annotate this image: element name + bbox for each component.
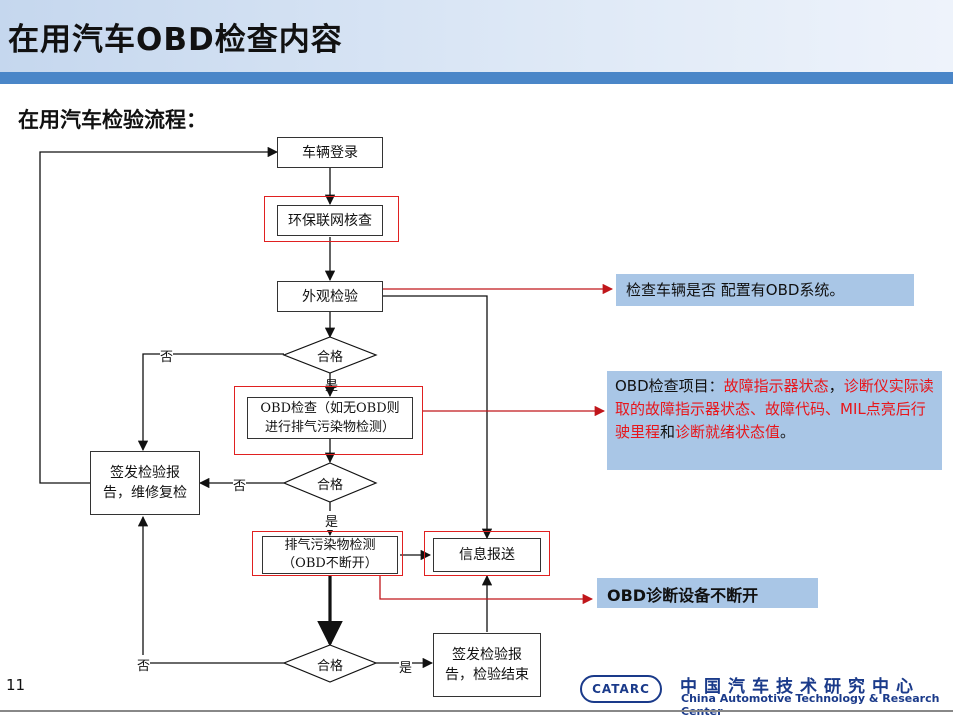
page-number: 11 — [6, 676, 26, 694]
note-obd-items-red3: 诊断就绪状态值 — [675, 423, 781, 441]
section-subtitle: 在用汽车检验流程： — [18, 108, 207, 132]
note-obd-items-prefix: OBD检查项目： — [615, 377, 724, 395]
info-report-box: 信息报送 — [433, 538, 541, 572]
emission-box: 排气污染物检测 （OBD不断开） — [262, 536, 398, 574]
visual-check-label: 外观检验 — [302, 288, 358, 305]
note-obd-items-red1: 故障指示器状态 — [723, 377, 829, 395]
note-obd-items-end: 。 — [780, 423, 796, 441]
label-no-2: 否 — [233, 475, 247, 494]
note-obd-presence-text: 检查车辆是否 配置有OBD系统。 — [626, 281, 845, 299]
network-check-label: 环保联网核查 — [288, 212, 372, 229]
repair-box: 签发检验报 告，维修复检 — [90, 451, 200, 515]
note-obd-items-and: 和 — [660, 423, 676, 441]
obd-check-highlight — [234, 386, 423, 455]
decision-1-label: 合格 — [317, 350, 344, 365]
label-no-3: 否 — [137, 655, 151, 674]
red-arrow-note3 — [379, 575, 594, 605]
repair-line2: 告，维修复检 — [103, 485, 187, 501]
network-check-highlight — [264, 196, 399, 242]
note-obd-not-disconnected-text: OBD诊断设备不断开 — [607, 586, 759, 605]
finish-line2: 告，检验结束 — [445, 667, 529, 683]
page-title: 在用汽车OBD检查内容 — [8, 22, 343, 58]
header-band: 在用汽车OBD检查内容 — [0, 0, 953, 72]
note-obd-items: OBD检查项目：故障指示器状态，诊断仪实际读取的故障指示器状态、故障代码、MIL… — [607, 371, 942, 470]
emission-line2: （OBD不断开） — [282, 556, 378, 571]
note-obd-items-red2: 诊断仪实际读取的故障指示器状态、故障代码、MIL点亮后行驶里程 — [615, 377, 934, 441]
label-yes-2: 是 — [325, 511, 339, 530]
footer-divider — [0, 710, 953, 712]
network-check-box: 环保联网核查 — [277, 205, 383, 236]
catarc-logo-text: CATARC — [592, 682, 650, 696]
emission-highlight — [252, 531, 403, 576]
catarc-logo: CATARC — [580, 675, 662, 703]
org-name-en: China Automotive Technology & Research C… — [681, 692, 940, 718]
label-yes-3: 是 — [399, 657, 413, 676]
info-report-highlight — [424, 531, 550, 576]
obd-check-line2: 进行排气污染物检测） — [264, 420, 395, 435]
header-accent-bar — [0, 72, 953, 84]
obd-check-box: OBD检查（如无OBD则 进行排气污染物检测） — [247, 397, 413, 439]
note-obd-not-disconnected: OBD诊断设备不断开 — [597, 578, 818, 608]
repair-line1: 签发检验报 — [110, 465, 180, 481]
note-obd-items-sep: ， — [828, 377, 844, 395]
org-name-cn: 中国汽车技术研究中心 — [680, 677, 920, 697]
obd-check-line1: OBD检查（如无OBD则 — [260, 401, 400, 416]
info-report-label: 信息报送 — [459, 547, 515, 563]
register-label: 车辆登录 — [302, 144, 358, 161]
note-obd-presence: 检查车辆是否 配置有OBD系统。 — [616, 274, 914, 306]
finish-box: 签发检验报 告，检验结束 — [433, 633, 541, 697]
register-box: 车辆登录 — [277, 137, 383, 168]
finish-line1: 签发检验报 — [452, 647, 522, 663]
decision-2-label: 合格 — [317, 478, 344, 493]
emission-line1: 排气污染物检测 — [284, 538, 376, 553]
label-no-1: 否 — [160, 346, 174, 365]
decision-3-label: 合格 — [317, 659, 344, 674]
visual-check-box: 外观检验 — [277, 281, 383, 312]
